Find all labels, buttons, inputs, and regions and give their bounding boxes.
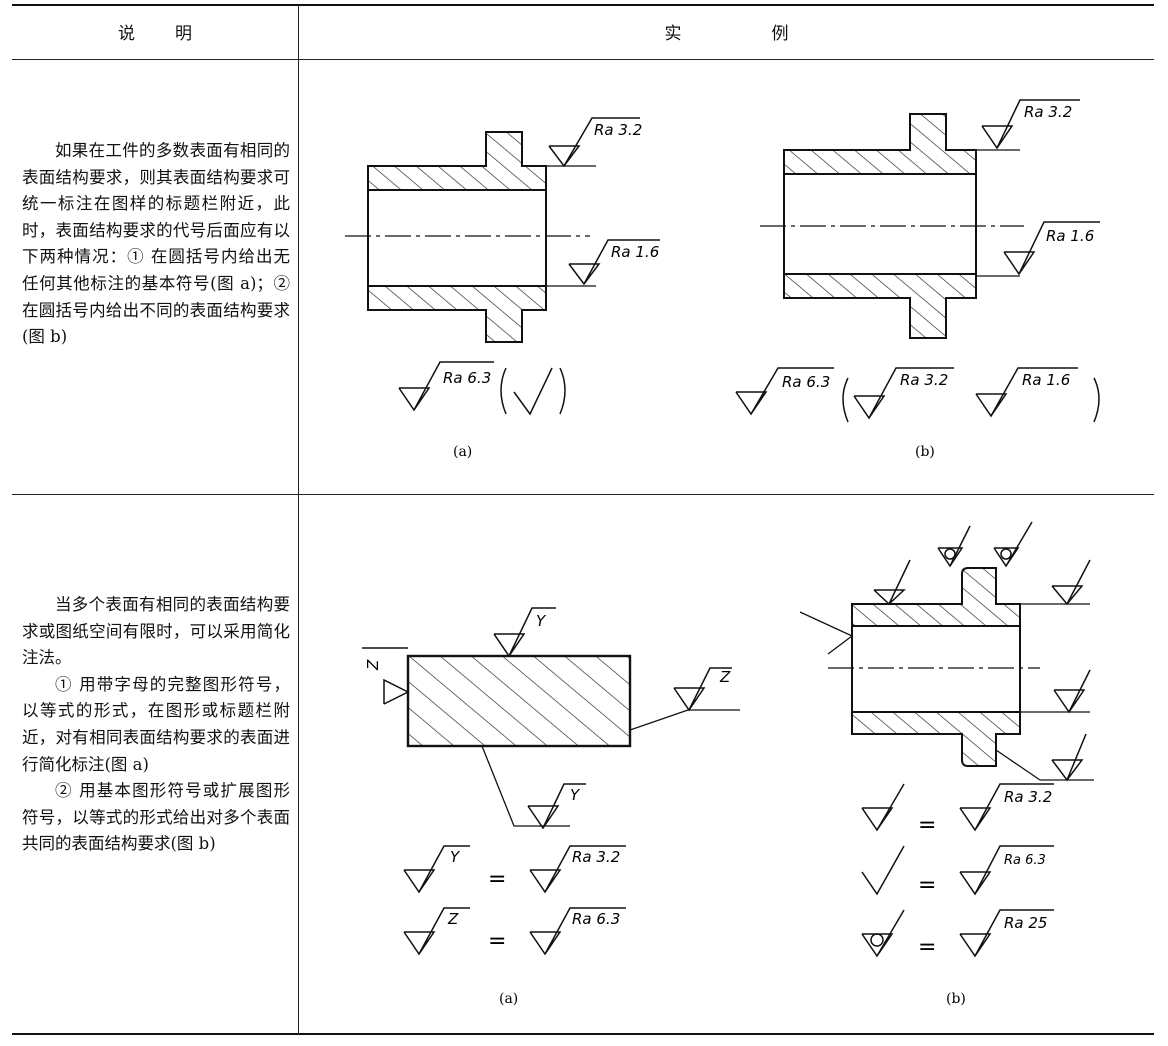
header-col2-right: 例	[771, 23, 789, 44]
row-divider-rule	[12, 494, 1154, 495]
header-description: 说 明	[12, 6, 298, 56]
r1a-label-general: Ra 6.3	[443, 369, 491, 387]
table-bottom-rule	[12, 1033, 1154, 1035]
r2a-letter-left: Z	[364, 659, 382, 671]
r2b-eq2-value: Ra 6.3	[1004, 853, 1046, 868]
r2a-eq1-equals: =	[488, 867, 506, 892]
r2b-eq1-equals: =	[918, 813, 936, 838]
r1b-label-general: Ra 6.3	[782, 373, 830, 391]
r2a-eq2-letter: Z	[447, 910, 459, 928]
r2b-eq1-value: Ra 3.2	[1004, 788, 1052, 806]
row2-fig-a	[362, 607, 740, 956]
r2b-caption: (b)	[946, 991, 966, 1007]
row1-description-text: 如果在工件的多数表面有相同的表面结构要求，则其表面结构要求可统一标注在图样的标题…	[22, 141, 290, 347]
table-top-rule	[12, 4, 1154, 6]
row2-description-2: ① 用带字母的完整图形符号，以等式的形式，在图形或标题栏附近，对有相同表面结构要…	[22, 674, 290, 774]
r1a-label-mid: Ra 1.6	[611, 243, 659, 261]
header-col2-left: 实	[664, 23, 682, 44]
r2a-caption: (a)	[499, 991, 518, 1007]
row2-fig-b	[799, 521, 1094, 958]
column-divider	[298, 5, 299, 1034]
header-bottom-rule	[12, 59, 1154, 60]
r2a-eq1-value: Ra 3.2	[572, 848, 620, 866]
row2-description-3: ② 用基本图形符号或扩展图形符号，以等式的形式给出对多个表面共同的表面结构要求(…	[22, 781, 290, 854]
r1a-caption: (a)	[453, 444, 472, 460]
header-col1-right: 明	[175, 23, 192, 44]
row1-fig-a	[345, 117, 660, 416]
r1b-label-paren-1: Ra 3.2	[900, 371, 948, 389]
row2-description: 当多个表面有相同的表面结构要求或图纸空间有限时，可以采用简化注法。 ① 用带字母…	[22, 592, 290, 858]
r2a-eq1-letter: Y	[450, 848, 461, 866]
r1b-label-top: Ra 3.2	[1024, 103, 1072, 121]
row1-description: 如果在工件的多数表面有相同的表面结构要求，则其表面结构要求可统一标注在图样的标题…	[22, 138, 290, 351]
r1b-label-mid: Ra 1.6	[1046, 227, 1094, 245]
r1b-label-paren-2: Ra 1.6	[1022, 371, 1070, 389]
r1a-label-top: Ra 3.2	[594, 121, 642, 139]
r2b-eq2-equals: =	[918, 873, 936, 898]
row1-fig-b	[735, 99, 1100, 423]
row2-description-1: 当多个表面有相同的表面结构要求或图纸空间有限时，可以采用简化注法。	[22, 595, 290, 668]
r2a-eq2-value: Ra 6.3	[572, 910, 620, 928]
header-examples: 实 例	[299, 6, 1154, 56]
r2a-letter-top: Y	[536, 612, 547, 630]
r2a-letter-bottom: Y	[570, 786, 581, 804]
r2a-eq2-equals: =	[488, 929, 506, 954]
r2b-eq3-value: Ra 25	[1004, 914, 1047, 932]
r1b-caption: (b)	[915, 444, 935, 460]
header-col1-left: 说	[118, 23, 135, 44]
r2b-eq3-equals: =	[918, 935, 936, 960]
r2a-letter-right: Z	[719, 668, 731, 686]
